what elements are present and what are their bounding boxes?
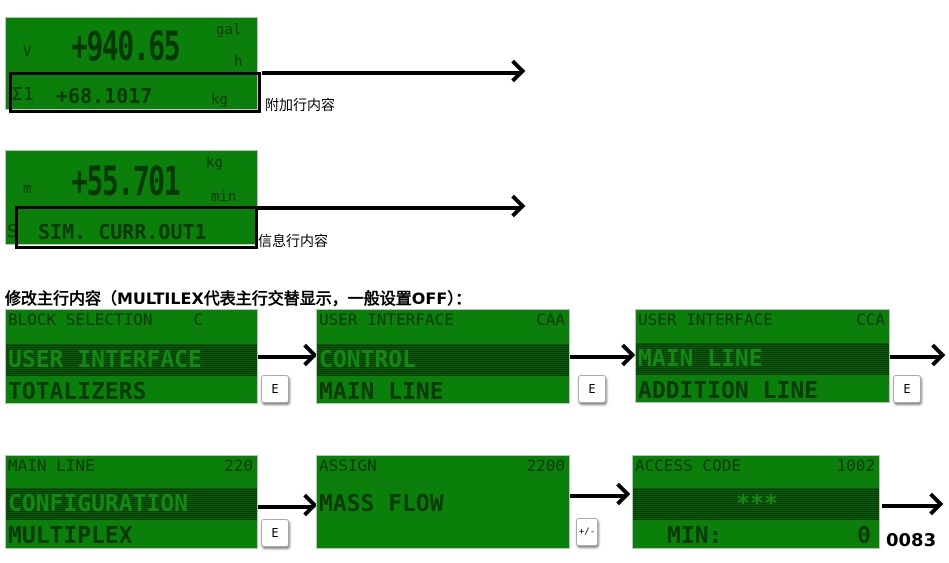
screen-code: CCA bbox=[856, 310, 885, 329]
value-row: MASS FLOW bbox=[319, 491, 444, 517]
lcd-display-main-line: V +940.65 gal h Σ1 +68.1017 kg bbox=[5, 17, 258, 110]
screen-code: 2200 bbox=[526, 456, 565, 475]
screen-header: BLOCK SELECTION bbox=[8, 310, 153, 329]
info-line-highlight-box bbox=[15, 206, 258, 249]
additional-unit: kg bbox=[211, 92, 228, 108]
next-row: TOTALIZERS bbox=[8, 379, 147, 404]
caption-info-line: 信息行内容 bbox=[258, 234, 328, 250]
arrow bbox=[890, 355, 940, 359]
arrow bbox=[256, 206, 520, 210]
next-row: MAIN LINE bbox=[319, 379, 444, 404]
screen-access-code: ACCESS CODE 1002 *** MIN: 0 bbox=[632, 455, 880, 549]
info-text: SIM. CURR.OUT1 bbox=[38, 220, 207, 244]
caption-additional-line: 附加行内容 bbox=[265, 98, 335, 114]
arrow bbox=[882, 504, 938, 508]
enter-key-button: E bbox=[261, 519, 289, 547]
screen-block-selection: BLOCK SELECTION C USER INTERFACE TOTALIZE… bbox=[5, 309, 258, 404]
figure-id: 0083 bbox=[886, 530, 937, 551]
info-prefix: S bbox=[7, 221, 18, 242]
unit-top: kg bbox=[206, 155, 223, 171]
selected-row: CONFIGURATION bbox=[6, 488, 257, 520]
enter-key-button: E bbox=[578, 375, 606, 403]
screen-user-interface-control: USER INTERFACE CAA CONTROL MAIN LINE bbox=[316, 309, 570, 404]
additional-value: +68.1017 bbox=[56, 84, 153, 108]
screen-code: 1002 bbox=[836, 456, 875, 475]
arrow bbox=[262, 71, 520, 75]
arrow bbox=[570, 494, 625, 498]
arrow bbox=[258, 505, 312, 509]
mass-symbol: m bbox=[23, 181, 32, 197]
main-value: +940.65 bbox=[71, 24, 181, 70]
selected-row: MAIN LINE bbox=[636, 343, 889, 375]
screen-header: MAIN LINE bbox=[8, 456, 95, 475]
enter-key-button: E bbox=[893, 375, 921, 403]
screen-user-interface-main-line: USER INTERFACE CCA MAIN LINE ADDITION LIN… bbox=[635, 309, 890, 403]
screen-assign-mass-flow: ASSIGN 2200 MASS FLOW bbox=[316, 455, 570, 549]
unit-bottom: h bbox=[234, 54, 243, 70]
total-symbol: Σ1 bbox=[12, 84, 34, 105]
next-row: MULTIPLEX bbox=[8, 523, 133, 549]
selected-row: USER INTERFACE bbox=[6, 344, 257, 376]
min-value: 0 bbox=[857, 523, 871, 549]
enter-key-button: E bbox=[261, 375, 289, 403]
unit-top: gal bbox=[216, 22, 242, 38]
volume-symbol: V bbox=[23, 44, 32, 60]
additional-line-highlight-box bbox=[9, 72, 261, 113]
selected-row: CONTROL bbox=[317, 344, 569, 376]
screen-code: 220 bbox=[224, 456, 253, 475]
screen-main-line-configuration: MAIN LINE 220 CONFIGURATION MULTIPLEX bbox=[5, 455, 258, 549]
lcd-display-info-line: m +55.701 kg min S SIM. CURR.OUT1 bbox=[5, 150, 258, 245]
next-row: ADDITION LINE bbox=[638, 378, 819, 403]
section-title: 修改主行内容（MULTILEX代表主行交替显示，一般设置OFF）： bbox=[5, 289, 472, 308]
screen-header: USER INTERFACE bbox=[319, 310, 454, 329]
screen-header: USER INTERFACE bbox=[638, 310, 773, 329]
screen-code: C bbox=[193, 310, 203, 329]
screen-header: ACCESS CODE bbox=[635, 456, 741, 475]
main-value: +55.701 bbox=[71, 159, 181, 205]
arrow bbox=[570, 355, 630, 359]
screen-code: CAA bbox=[536, 310, 565, 329]
min-label: MIN: bbox=[667, 523, 723, 549]
plus-minus-key-button: +/- bbox=[576, 518, 598, 546]
arrow bbox=[258, 355, 312, 359]
unit-bottom: min bbox=[211, 189, 237, 205]
screen-header: ASSIGN bbox=[319, 456, 377, 475]
access-code-input: *** bbox=[633, 488, 879, 520]
